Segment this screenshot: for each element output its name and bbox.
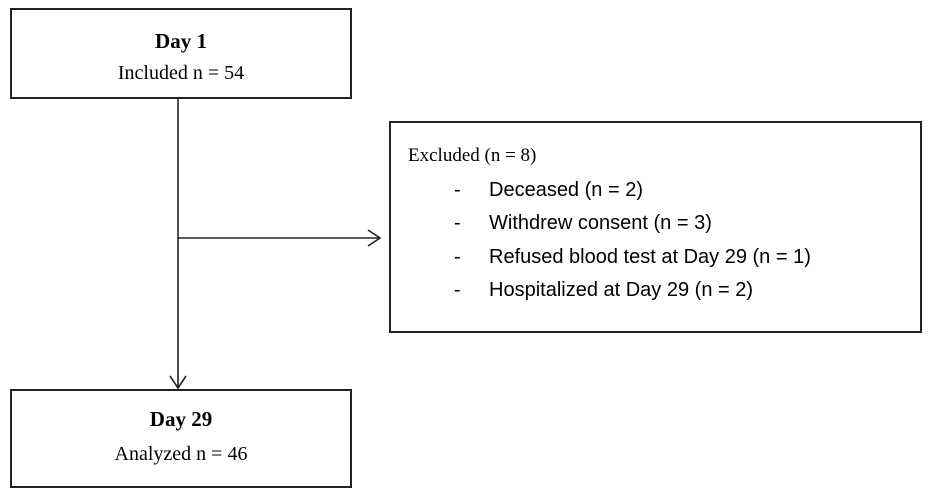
reason-text: Deceased (n = 2): [489, 179, 643, 201]
analyzed-count: Analyzed n = 46: [114, 443, 248, 465]
exclusion-branch-arrowhead: [367, 229, 382, 247]
day29-box: Day 29 Analyzed n = 46: [10, 389, 352, 488]
included-count: Included n = 54: [117, 62, 245, 84]
day1-box: Day 1 Included n = 54: [10, 8, 352, 99]
reason-text: Refused blood test at Day 29 (n = 1): [489, 246, 811, 268]
day1-title: Day 1: [155, 29, 207, 53]
reason-text: Hospitalized at Day 29 (n = 2): [489, 279, 754, 301]
excluded-title: Excluded (n = 8): [408, 145, 537, 166]
reason-text: Withdrew consent (n = 3): [489, 212, 712, 234]
bullet-dash: -: [454, 212, 461, 234]
main-flow-arrowhead: [169, 375, 187, 390]
excluded-box: Excluded (n = 8) - Deceased (n = 2) - Wi…: [389, 121, 922, 333]
exclusion-reason-withdrew: - Withdrew consent (n = 3): [391, 212, 911, 242]
exclusion-reason-hospitalized: - Hospitalized at Day 29 (n = 2): [391, 279, 911, 309]
bullet-dash: -: [454, 279, 461, 301]
bullet-dash: -: [454, 179, 461, 201]
exclusion-reason-deceased: - Deceased (n = 2): [391, 179, 911, 209]
exclusion-reason-refused-blood-test: - Refused blood test at Day 29 (n = 1): [391, 246, 911, 276]
day29-title: Day 29: [149, 407, 213, 431]
bullet-dash: -: [454, 246, 461, 268]
